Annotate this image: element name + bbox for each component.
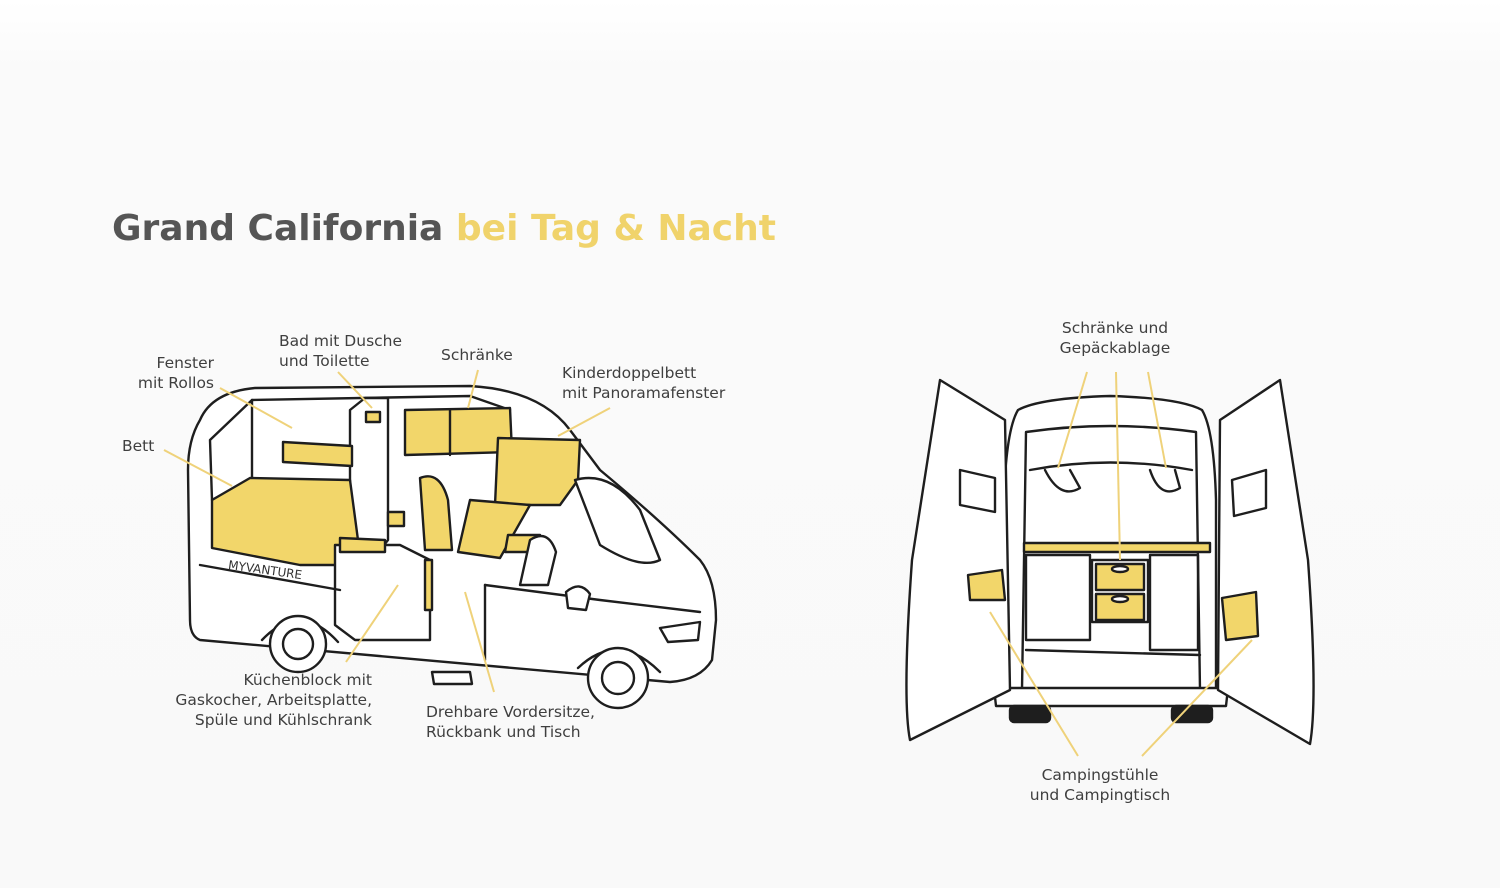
label-camping: Campingstühle und Campingtisch bbox=[1029, 766, 1171, 804]
kids-bed-shape bbox=[493, 436, 582, 507]
title-accent: bei Tag & Nacht bbox=[455, 208, 776, 249]
kitchen-block-shape bbox=[333, 543, 432, 642]
label-kueche: Küchenblock mit Gaskocher, Arbeitsplatte… bbox=[175, 671, 372, 729]
rear-bed-platform bbox=[1022, 541, 1212, 554]
rear-left-door bbox=[905, 378, 1012, 742]
front-wheel bbox=[586, 646, 650, 710]
title-main: Grand California bbox=[112, 208, 444, 249]
label-schraenke-gepaeck: Schränke und Gepäckablage bbox=[1059, 319, 1171, 357]
label-schraenke: Schränke bbox=[441, 346, 513, 364]
rear-right-door bbox=[1216, 378, 1315, 746]
label-bad: Bad mit Dusche und Toilette bbox=[279, 332, 403, 370]
label-sitze: Drehbare Vordersitze, Rückbank und Tisch bbox=[426, 703, 595, 741]
table-shape bbox=[456, 498, 532, 560]
label-kinderbett: Kinderdoppelbett mit Panoramafenster bbox=[562, 364, 726, 402]
rear-wheel bbox=[268, 614, 328, 674]
label-bett: Bett bbox=[122, 437, 155, 455]
page-title: Grand California bei Tag & Nacht bbox=[112, 208, 776, 249]
label-fenster: Fenster mit Rollos bbox=[137, 354, 214, 392]
